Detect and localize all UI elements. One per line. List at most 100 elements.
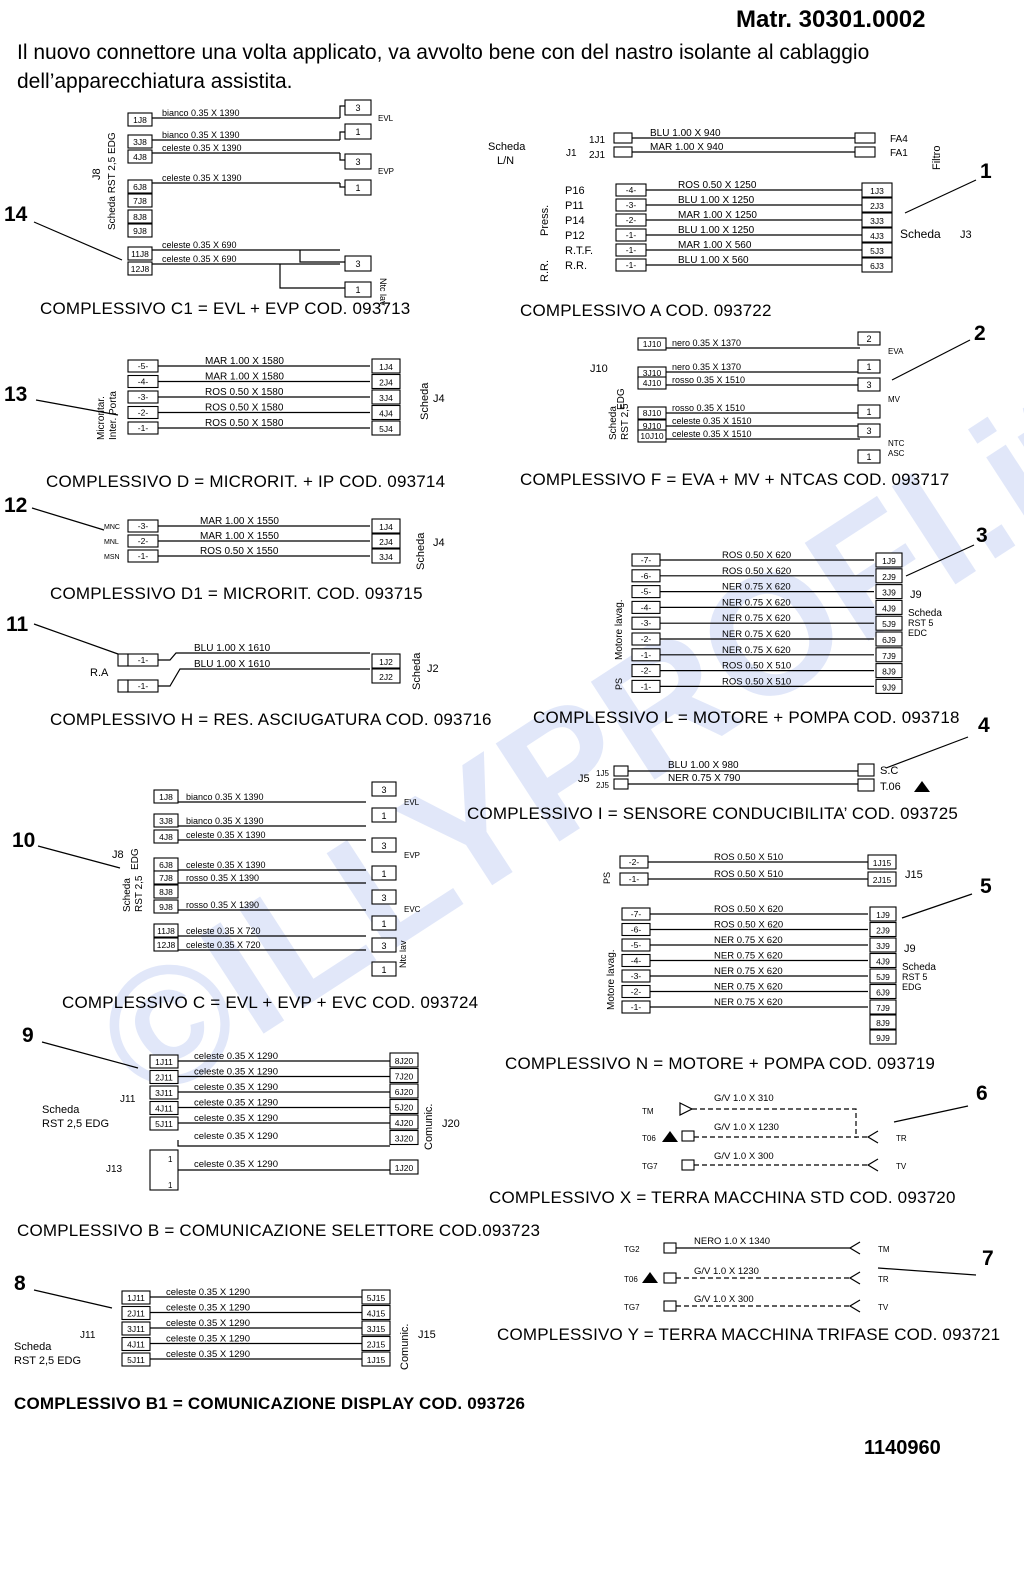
n-src-cell-label: -7- bbox=[631, 909, 642, 919]
n-dst-2J9-label: 2J9 bbox=[876, 926, 890, 936]
f-label-ntc: NTC bbox=[888, 439, 905, 448]
c-end-cell-label: 1 bbox=[381, 919, 386, 929]
c-pin-8J8-label: 8J8 bbox=[159, 887, 173, 897]
n-dst-8j9 bbox=[869, 1014, 897, 1030]
l-wire-label-8J9: ROS 0.50 X 510 bbox=[722, 661, 791, 672]
c1-pin-12J8 bbox=[127, 261, 153, 276]
n-label-motore: Motore lavag. bbox=[606, 949, 617, 1010]
c1-pin-6J8-label: 6J8 bbox=[133, 182, 147, 192]
callout-3: 3 bbox=[976, 524, 988, 547]
n-label-scheda: Scheda bbox=[902, 962, 936, 973]
y-terminal bbox=[663, 1300, 677, 1312]
c1-pin-8J8 bbox=[127, 209, 153, 224]
l-dst-6J9 bbox=[875, 631, 903, 647]
i-end-sc bbox=[857, 763, 875, 777]
a-wire-label-P14: MAR 1.00 X 1250 bbox=[678, 210, 757, 221]
d1-src-cell-label: -1- bbox=[138, 551, 149, 561]
i-label-j5: J5 bbox=[578, 773, 590, 785]
h-label-j2: J2 bbox=[427, 663, 439, 675]
c1-wire-route bbox=[279, 264, 345, 289]
l-src-cell-label: -5- bbox=[641, 587, 652, 597]
i-pin-1j5: 1J5 bbox=[596, 769, 609, 778]
n-label-ps: PS bbox=[602, 872, 612, 884]
d-dst-3J4-label: 3J4 bbox=[379, 393, 393, 403]
f-end-cell bbox=[857, 331, 881, 346]
l-wire-label-9J9: ROS 0.50 X 510 bbox=[722, 676, 791, 687]
c-wire-label-7J8: rosso 0.35 X 1390 bbox=[186, 873, 259, 883]
caption-n: COMPLESSIVO N = MOTORE + POMPA COD. 0937… bbox=[505, 1054, 936, 1073]
b-dst-4J20-label: 4J20 bbox=[395, 1118, 414, 1128]
intro-line-1: Il nuovo connettore una volta applicato,… bbox=[17, 41, 870, 64]
a-src-cell-label: -1- bbox=[626, 230, 637, 240]
l-wire-label-1J9: ROS 0.50 X 620 bbox=[722, 550, 791, 561]
b-dst-1J20 bbox=[389, 1159, 419, 1175]
y-callout-leader bbox=[877, 1267, 977, 1276]
l-dst-6J9-label: 6J9 bbox=[882, 635, 896, 645]
b1-dst-4J15-label: 4J15 bbox=[367, 1309, 386, 1319]
c1-label-evp: EVP bbox=[378, 167, 394, 176]
d1-src-MNL: MNL bbox=[104, 539, 119, 546]
h-wire-2J2 bbox=[158, 668, 370, 687]
c-wire-label-11J8: celeste 0.35 X 720 bbox=[186, 926, 261, 936]
a-dst-4J3 bbox=[861, 227, 893, 243]
f-wire-label-10J10: celeste 0.35 X 1510 bbox=[672, 429, 752, 439]
d1-dst-3J4 bbox=[371, 548, 401, 564]
a-terminal-FA1 bbox=[854, 146, 876, 158]
c1-wire-label-3J8: bianco 0.35 X 1390 bbox=[162, 130, 240, 140]
x-terminal-tm bbox=[679, 1102, 694, 1116]
b-label-j13: J13 bbox=[106, 1164, 123, 1175]
x-label-tg7: TG7 bbox=[642, 1162, 658, 1171]
c-end-cell bbox=[371, 837, 397, 853]
c1-pin-1J8 bbox=[127, 112, 153, 127]
n-dst-7J9-label: 7J9 bbox=[876, 1003, 890, 1013]
b-j13-block bbox=[149, 1149, 179, 1191]
f-end-cell bbox=[857, 359, 881, 374]
n-wire-label-6J9: NER 0.75 X 620 bbox=[714, 982, 783, 993]
n-wire-label-2J9: ROS 0.50 X 620 bbox=[714, 920, 783, 931]
l-dst-5J9 bbox=[875, 615, 903, 631]
d-wire-label-4J4: ROS 0.50 X 1580 bbox=[205, 403, 284, 414]
d-dst-4J4 bbox=[371, 404, 401, 421]
n-wire-label-7J9: NER 0.75 X 620 bbox=[714, 997, 783, 1008]
b-src-1J11-label: 1J11 bbox=[155, 1057, 173, 1067]
n-dst-5J9-label: 5J9 bbox=[876, 972, 890, 982]
d-dst-3J4 bbox=[371, 389, 401, 405]
l-dst-7J9 bbox=[875, 647, 903, 663]
b-label-scheda: Scheda bbox=[42, 1104, 80, 1116]
c-pin-1J8 bbox=[153, 789, 179, 804]
a-dst-1J3 bbox=[861, 182, 893, 198]
b-dst-8J20-label: 8J20 bbox=[395, 1056, 414, 1066]
callout-9: 9 bbox=[22, 1024, 34, 1047]
caption-c: COMPLESSIVO C = EVL + EVP + EVC COD. 093… bbox=[62, 993, 479, 1012]
a-dst-2J3 bbox=[861, 197, 893, 213]
caption-h: COMPLESSIVO H = RES. ASCIUGATURA COD. 09… bbox=[50, 710, 492, 729]
h-wire-label-1: BLU 1.00 X 1610 bbox=[194, 643, 271, 654]
b1-wire-label-2J15: celeste 0.35 X 1290 bbox=[166, 1334, 250, 1345]
c1-pin-11J8 bbox=[127, 246, 153, 261]
c-pin-12J8 bbox=[153, 937, 179, 952]
a-label-j3: J3 bbox=[960, 229, 972, 241]
f-label-asc: ASC bbox=[888, 449, 905, 458]
a-pin-R.R.: R.R. bbox=[565, 260, 587, 272]
x-wire-label-t06: G/V 1.0 X 1230 bbox=[714, 1122, 779, 1133]
n-dst-2J9 bbox=[869, 921, 897, 938]
n-dst-3J9 bbox=[869, 937, 897, 953]
n-dst-6J9-label: 6J9 bbox=[876, 988, 890, 998]
c1-pin-7J8-label: 7J8 bbox=[133, 196, 147, 206]
callout-4: 4 bbox=[978, 714, 990, 737]
c-pin-3J8 bbox=[153, 813, 179, 828]
b-label-j20: J20 bbox=[442, 1118, 460, 1130]
y-warning-triangle bbox=[642, 1272, 658, 1283]
callout-11: 11 bbox=[6, 613, 29, 636]
f-pin-1J10-label: 1J10 bbox=[643, 339, 662, 349]
f-label-mv: MV bbox=[888, 395, 901, 404]
f-pin-3J10-label: 3J10 bbox=[643, 368, 662, 378]
c-label-evp: EVP bbox=[404, 851, 420, 860]
d-wire-label-3J4: ROS 0.50 X 1580 bbox=[205, 387, 284, 398]
n-src-cell-label: -1- bbox=[629, 874, 640, 884]
c-end-cell bbox=[371, 889, 397, 905]
f-label-scheda: Scheda bbox=[608, 406, 619, 440]
caption-b: COMPLESSIVO B = COMUNICAZIONE SELETTORE … bbox=[17, 1221, 541, 1240]
f-end-cell-label: 1 bbox=[866, 452, 871, 462]
c-pin-11J8 bbox=[153, 923, 179, 938]
